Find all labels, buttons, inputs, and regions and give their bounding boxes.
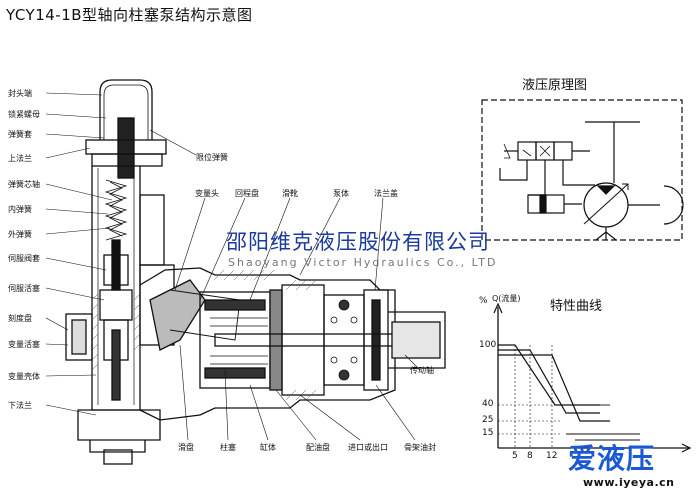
- x-tick-12: 12: [546, 451, 558, 461]
- brand-watermark: 爱液压: [568, 442, 656, 475]
- y-tick-15: 15: [482, 428, 494, 438]
- label-lower-flange: 下法兰: [8, 401, 32, 410]
- label-shoe: 滑靴: [282, 189, 298, 198]
- label-var-head: 变量头: [195, 189, 219, 198]
- label-pump-body: 泵体: [333, 189, 349, 198]
- y-unit: %: [479, 296, 488, 306]
- label-outer-spring: 外弹簧: [8, 230, 32, 239]
- x-tick-5: 5: [512, 451, 518, 461]
- y-axis-label: Q(流量): [492, 294, 521, 303]
- characteristic-title: 特性曲线: [550, 299, 603, 314]
- label-spring-sleeve: 弹簧套: [8, 130, 32, 139]
- label-swashplate: 滑盘: [178, 443, 194, 452]
- label-cylinder: 缸体: [260, 443, 276, 452]
- schematic-title: 液压原理图: [522, 78, 588, 93]
- label-valve-plate: 配油盘: [306, 443, 330, 452]
- label-lock-nut: 锁紧螺母: [8, 110, 40, 119]
- diagram-title: YCY14-1B型轴向柱塞泵结构示意图: [6, 6, 253, 24]
- label-servo-sleeve: 伺服阀套: [8, 254, 40, 263]
- label-dial: 刻度盘: [8, 314, 32, 323]
- y-tick-40: 40: [482, 399, 494, 409]
- label-port: 进口或出口: [348, 443, 388, 452]
- url-watermark: www.iyeya.cn: [583, 476, 675, 489]
- label-plunger: 柱塞: [220, 443, 236, 452]
- label-limit-spring: 限位弹簧: [196, 153, 228, 162]
- label-var-housing: 变量壳体: [8, 372, 40, 381]
- y-tick-100: 100: [479, 340, 497, 350]
- label-spring-spindle: 弹簧芯轴: [8, 180, 40, 189]
- label-cap: 封头端: [8, 89, 32, 98]
- label-drive-shaft: 传动轴: [410, 366, 434, 375]
- label-flange-cover: 法兰盖: [374, 189, 398, 198]
- y-tick-25: 25: [482, 415, 494, 425]
- label-servo-piston: 伺服活塞: [8, 284, 40, 293]
- x-tick-8: 8: [527, 451, 533, 461]
- label-shaft-seal: 骨架油封: [404, 443, 436, 452]
- label-var-piston: 变量活塞: [8, 340, 40, 349]
- label-upper-flange: 上法兰: [8, 154, 32, 163]
- company-name-en: Shaoyang Victor Hydraulics Co., LTD: [228, 256, 498, 269]
- label-return-plate: 回程盘: [235, 189, 259, 198]
- label-inner-spring: 内弹簧: [8, 205, 32, 214]
- company-name-cn: 邵阳维克液压股份有限公司: [226, 230, 490, 254]
